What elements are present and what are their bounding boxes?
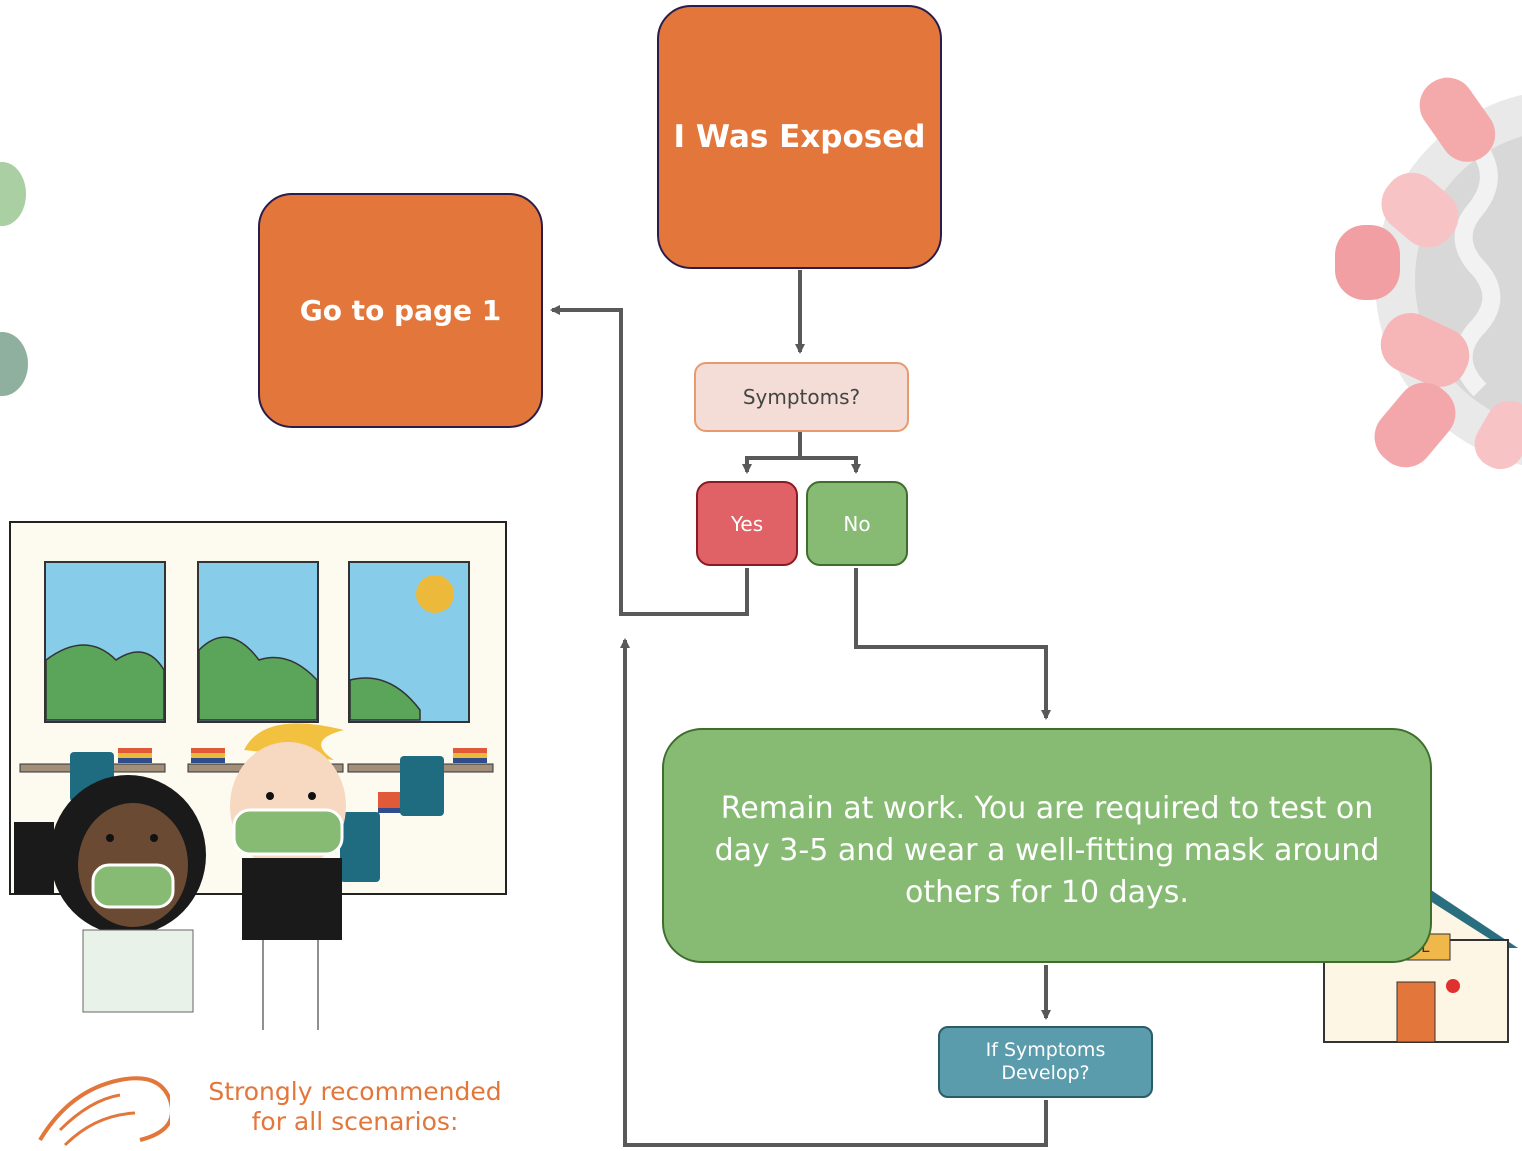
recommendation-text: Strongly recommended for all scenarios: bbox=[208, 1077, 502, 1136]
decorative-dots bbox=[0, 162, 28, 396]
no-box: No bbox=[806, 481, 908, 566]
remain-at-work-box: Remain at work. You are required to test… bbox=[662, 728, 1432, 963]
if-symptoms-develop-box: If Symptoms Develop? bbox=[938, 1026, 1153, 1098]
hand-washing-icon bbox=[38, 1076, 170, 1147]
classroom-illustration bbox=[9, 521, 507, 1030]
exposed-start-box: I Was Exposed bbox=[657, 5, 942, 269]
go-to-page-1-box: Go to page 1 bbox=[258, 193, 543, 428]
virus-icon bbox=[1335, 77, 1522, 470]
yes-box: Yes bbox=[696, 481, 798, 566]
symptoms-question-box: Symptoms? bbox=[694, 362, 909, 432]
